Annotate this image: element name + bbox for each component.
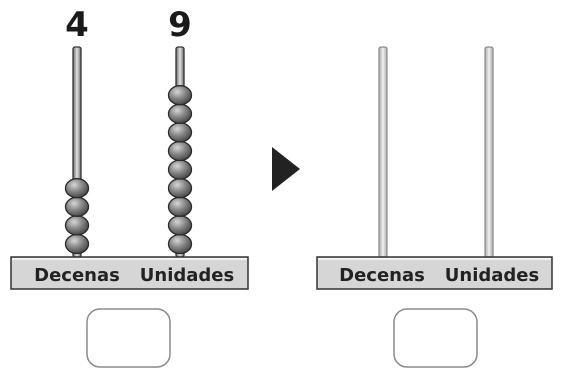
units-base-label: Unidades bbox=[445, 265, 539, 286]
tens-base-label: Decenas bbox=[34, 265, 120, 286]
abacus-bead[interactable] bbox=[167, 196, 193, 217]
abacus-bead[interactable] bbox=[167, 140, 193, 162]
abacus-base bbox=[10, 256, 249, 290]
abacus-bead[interactable] bbox=[64, 196, 90, 217]
abacus-bead[interactable] bbox=[167, 85, 193, 106]
left-answer-box[interactable] bbox=[86, 308, 171, 368]
abacus-bead[interactable] bbox=[167, 215, 193, 236]
abacus-bead[interactable] bbox=[167, 122, 193, 143]
abacus-bead[interactable] bbox=[167, 159, 193, 180]
abacus-bead[interactable] bbox=[64, 233, 90, 255]
units-beads bbox=[167, 85, 193, 255]
units-base-label: Unidades bbox=[140, 265, 234, 286]
tens-count-label: 4 bbox=[65, 5, 89, 45]
abacus-bead[interactable] bbox=[167, 178, 193, 199]
right-answer-box[interactable] bbox=[393, 308, 478, 368]
tens-beads bbox=[64, 178, 90, 255]
units-rod[interactable] bbox=[484, 46, 494, 258]
play-triangle-right-icon bbox=[272, 147, 300, 191]
right-abacus: Decenas Unidades bbox=[316, 46, 553, 368]
abacus-bead[interactable] bbox=[167, 233, 193, 255]
abacus-bead[interactable] bbox=[64, 215, 90, 236]
tens-rod[interactable] bbox=[378, 46, 388, 258]
abacus-bead[interactable] bbox=[64, 178, 90, 199]
tens-base-label: Decenas bbox=[339, 265, 425, 286]
abacus-bead[interactable] bbox=[167, 103, 193, 124]
left-abacus: 4 9 Decenas Unidades bbox=[10, 5, 249, 368]
abacus-base bbox=[316, 256, 553, 290]
units-count-label: 9 bbox=[168, 5, 192, 45]
